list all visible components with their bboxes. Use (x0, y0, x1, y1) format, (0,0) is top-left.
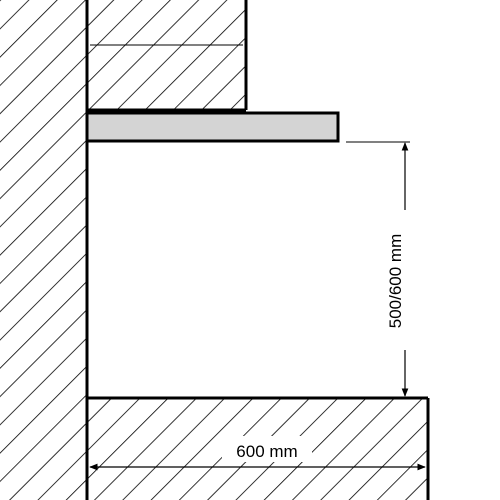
width-dimension: 600 mm (89, 436, 426, 471)
cooker-hood (85, 111, 340, 143)
left-wall (0, 0, 89, 500)
height-label: 500/600 mm (386, 234, 405, 329)
height-dimension: 500/600 mm (346, 141, 410, 397)
upper-cabinet (87, 0, 248, 112)
width-label: 600 mm (236, 442, 297, 461)
